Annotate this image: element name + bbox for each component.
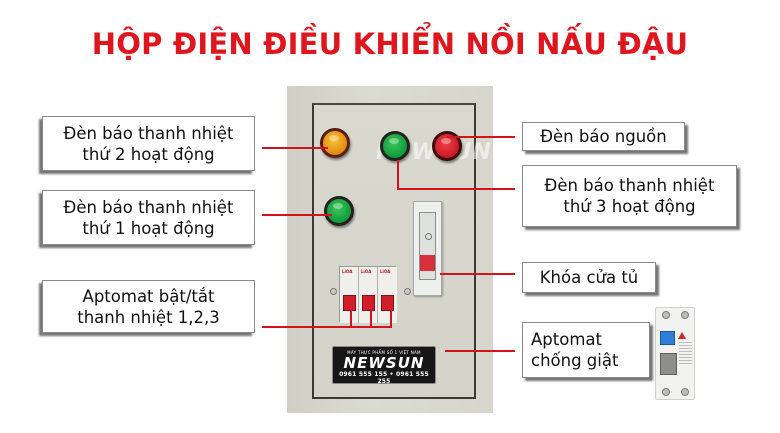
screw-icon xyxy=(662,388,670,396)
leader-line-lamp-power xyxy=(447,136,515,138)
screw-icon xyxy=(404,288,411,295)
callout-text-line1: Đèn báo thanh nhiệt xyxy=(544,176,715,195)
leader-line-breaker-1 xyxy=(350,310,352,327)
lock-latch xyxy=(420,255,435,271)
screw-icon xyxy=(662,311,670,319)
callout-text-line2: thứ 2 hoạt động xyxy=(82,144,215,164)
nameplate-brand: NEWSUN xyxy=(343,354,425,372)
callout-text-line2: thanh nhiệt 1,2,3 xyxy=(77,307,220,327)
page-title: HỘP ĐIỆN ĐIỀU KHIỂN NỒI NẤU ĐẬU xyxy=(91,27,689,61)
breaker-3: LiOA xyxy=(378,267,397,323)
breaker-2: LiOA xyxy=(359,267,378,323)
callout-text-line1: Aptomat xyxy=(531,330,602,349)
callout-lamp-power: Đèn báo nguồn xyxy=(522,122,685,151)
callout-lamp-heater-1: Đèn báo thanh nhiệt thứ 1 hoạt động xyxy=(42,190,255,245)
breaker-brand-label: LiOA xyxy=(380,269,391,274)
screw-icon xyxy=(330,288,337,295)
rcd-lever xyxy=(660,353,677,375)
callout-text-line1: Đèn báo thanh nhiệt xyxy=(63,123,234,143)
callout-text-line2: chống giật xyxy=(531,351,619,370)
callout-rcd-breaker: Aptomat chống giật xyxy=(522,322,650,378)
leader-line-lamp-heater-2 xyxy=(262,147,328,149)
leader-line-lamp-heater-3-vertical xyxy=(397,160,399,189)
callout-text-line1: Khóa cửa tủ xyxy=(539,268,639,287)
leader-line-breakers xyxy=(262,326,392,328)
callout-text-line1: Đèn báo thanh nhiệt xyxy=(63,197,234,217)
leader-line-lock xyxy=(440,273,515,275)
rcd-test-button xyxy=(660,331,675,345)
nameplate-phones: 0961 555 155 • 0961 555 255 xyxy=(339,371,429,385)
callout-text-line1: Aptomat bật/tắt xyxy=(82,286,215,306)
leader-line-rcd xyxy=(445,350,515,352)
breaker-handle xyxy=(343,295,356,311)
yellow-indicator-lamp-icon xyxy=(320,128,350,158)
breaker-group: LiOA LiOA LiOA xyxy=(339,266,397,323)
callout-lamp-heater-3: Đèn báo thanh nhiệt thứ 3 hoạt động xyxy=(522,165,737,227)
breaker-brand-label: LiOA xyxy=(361,269,372,274)
breaker-handle xyxy=(362,295,375,311)
screw-icon xyxy=(681,311,689,319)
leader-line-lamp-heater-1 xyxy=(262,214,332,216)
warning-triangle-icon xyxy=(678,332,686,339)
callout-cabinet-lock: Khóa cửa tủ xyxy=(522,262,656,293)
rcd-spec-text xyxy=(679,342,692,364)
leader-line-lamp-heater-3 xyxy=(397,188,515,190)
nameplate-tagline: MÁY THỰC PHẨM SỐ 1 VIỆT NAM xyxy=(347,350,421,355)
green-indicator-lamp-1-icon xyxy=(324,196,354,226)
callout-text-line2: thứ 3 hoạt động xyxy=(563,197,696,216)
breaker-brand-label: LiOA xyxy=(342,269,353,274)
callout-text-line1: Đèn báo nguồn xyxy=(540,127,667,146)
keyhole-icon xyxy=(425,233,432,240)
green-indicator-lamp-3-icon xyxy=(380,131,410,161)
breaker-1: LiOA xyxy=(340,267,359,323)
callout-text-line2: thứ 1 hoạt động xyxy=(82,218,215,238)
callout-lamp-heater-2: Đèn báo thanh nhiệt thứ 2 hoạt động xyxy=(42,116,255,171)
screw-icon xyxy=(681,388,689,396)
rcd-breaker-image xyxy=(655,307,695,400)
newsun-nameplate: MÁY THỰC PHẨM SỐ 1 VIỆT NAM NEWSUN 0961 … xyxy=(332,346,436,385)
leader-line-breaker-2 xyxy=(370,310,372,327)
callout-breaker-heaters: Aptomat bật/tắt thanh nhiệt 1,2,3 xyxy=(42,280,255,333)
cabinet-lock-icon xyxy=(413,201,442,296)
leader-line-breaker-3 xyxy=(390,310,392,327)
breaker-handle xyxy=(381,295,394,311)
